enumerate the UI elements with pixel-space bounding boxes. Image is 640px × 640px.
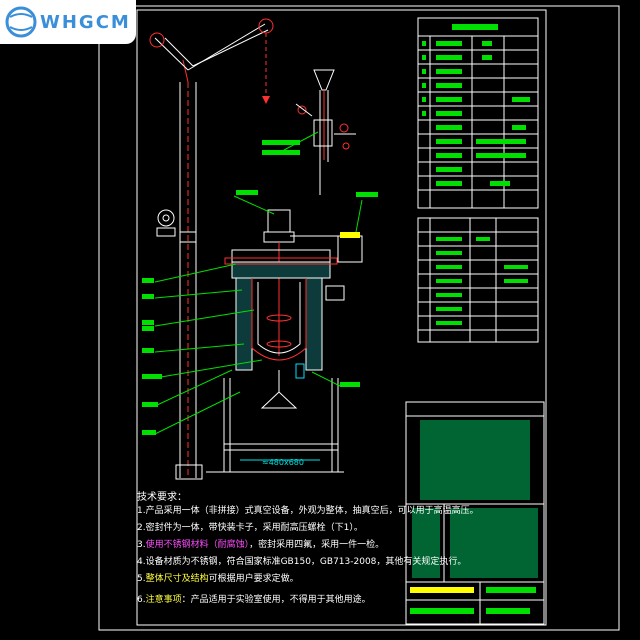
tech-note-line: 2.密封件为一体，带快装卡子，采用耐高压螺栓（下1）。 [137,520,363,533]
tech-note-highlight: 使用不锈钢材料（耐腐蚀） [145,540,250,550]
tech-note-highlight: 整体尺寸及结构 [145,574,209,584]
globe-icon [5,6,37,38]
width-dimension: ≈480x680 [262,458,304,467]
tech-note-text: ：产品适用于实验室使用，不得用于其他用途。 [181,595,371,605]
parameter-table-rows [418,49,538,191]
tech-note-text: ，密封采用四氟，采用一件一检。 [249,540,385,550]
parameter-table-text [422,24,530,186]
tech-note-text: 1.产品采用一体（非拼接）式真空设备，外观为整体，抽真空后，可以用于高温高压。 [137,506,479,516]
watermark-text: WHGCM [40,11,131,33]
tech-note-text: 6. [137,595,146,605]
tech-note-line: 3.使用不锈钢材料（耐腐蚀），密封采用四氟，采用一件一检。 [137,537,384,550]
feed-funnel-assembly [295,69,356,195]
tech-note-line: 4.设备材质为不锈钢，符合国家标准GB150，GB713-2008，其他有关规定… [137,554,466,567]
tech-note-text: 5. [137,574,146,584]
nozzle-table-text [436,237,528,325]
tech-note-line: 6.注意事项：产品适用于实验室使用，不得用于其他用途。 [137,592,371,605]
tech-note-line: 1.产品采用一体（非拼接）式真空设备，外观为整体，抽真空后，可以用于高温高压。 [137,503,479,516]
tech-note-highlight: 注意事项 [145,595,182,605]
tech-note-text: 可根据用户要求定做。 [208,574,299,584]
callout-labels [142,140,378,435]
tech-note-text: 2.密封件为一体，带快装卡子，采用耐高压螺栓（下1）。 [137,523,363,533]
tech-note-text: 4.设备材质为不锈钢，符合国家标准GB150，GB713-2008，其他有关规定… [137,557,467,567]
title-block-text [410,420,538,614]
watermark-logo: WHGCM [0,0,136,44]
callout-leaders [154,131,363,435]
reactor-vessel [206,209,363,473]
lifting-mast [149,18,274,480]
tech-note-text: 3. [137,540,146,550]
tech-notes-title: 技术要求： [137,492,187,503]
tech-note-line: 5.整体尺寸及结构可根据用户要求定做。 [137,571,299,584]
parameter-table [417,17,539,209]
nozzle-table [417,217,539,343]
title-block [405,401,545,625]
drawing-frame [98,5,620,631]
